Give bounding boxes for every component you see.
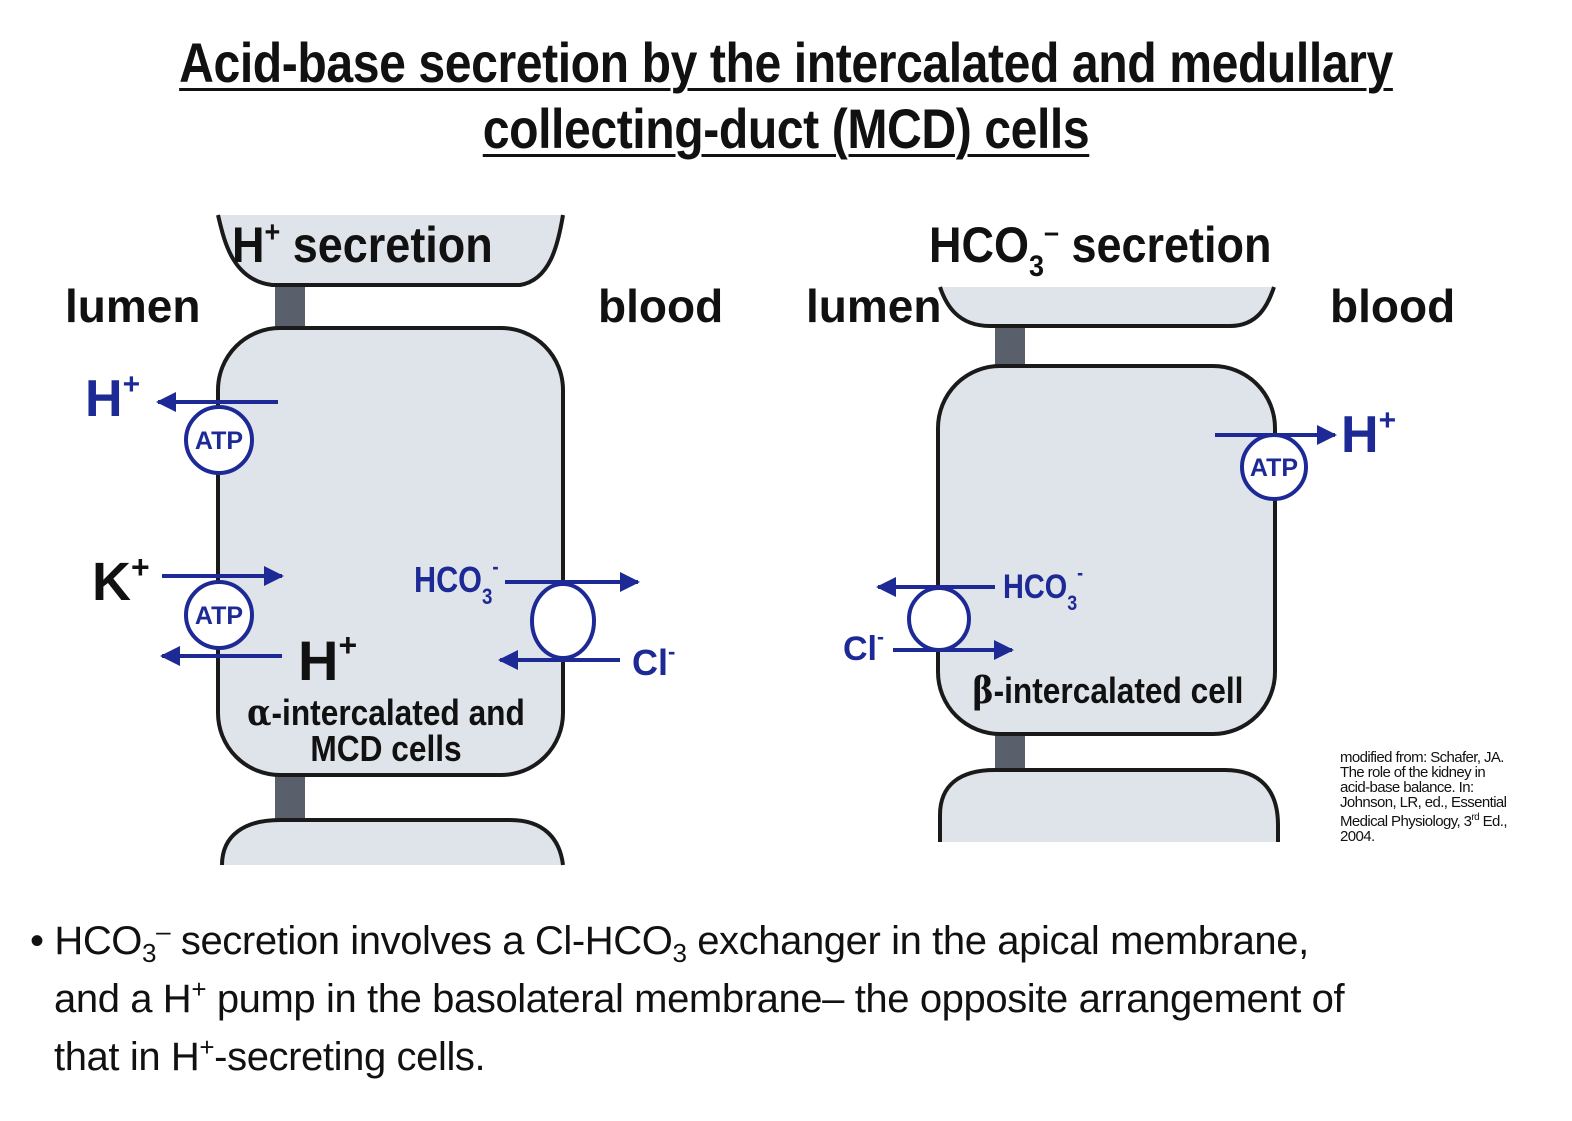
beta-intercalated-cell xyxy=(936,364,1277,736)
beta-cell-label: β-intercalated cell xyxy=(973,669,1244,711)
left-panel: H+ secretion lumen blood ATP H+ ATP K+ H… xyxy=(65,214,723,866)
right-tight-junction-bottom xyxy=(995,732,1025,772)
left-cl-label: Cl- xyxy=(632,639,675,683)
citation-line-4: Johnson, LR, ed., Essential xyxy=(1340,794,1507,811)
alpha-cell-label-line1: α-intercalated and xyxy=(247,691,525,733)
right-panel: HCO3– secretion lumen blood ATP H+ HCO3-… xyxy=(806,216,1455,842)
left-heading: H+ secretion xyxy=(232,216,493,274)
title-line-2: collecting-duct (MCD) cells xyxy=(482,97,1090,160)
right-tight-junction-top xyxy=(995,325,1025,370)
cl-hco3-exchanger-left xyxy=(530,582,596,660)
right-upper-neighbor-cell xyxy=(938,286,1276,328)
left-h-ion-intracellular: H+ xyxy=(298,627,357,692)
left-upper-neighbor-cell xyxy=(216,214,565,287)
citation-line-6: 2004. xyxy=(1340,828,1375,845)
atp-label-bottom: ATP xyxy=(195,602,243,630)
title-line-1: Acid-base secretion by the intercalated … xyxy=(179,31,1393,94)
left-tight-junction-bottom xyxy=(275,773,305,823)
alpha-cell-label-line2: MCD cells xyxy=(310,729,461,769)
citation-line-3: acid-base balance. In: xyxy=(1340,779,1474,796)
bullet-mark: • xyxy=(30,919,44,963)
bullet-line-1: • HCO3– secretion involves a Cl-HCO3 exc… xyxy=(30,916,1309,968)
citation-line-5: Medical Physiology, 3rd Ed., xyxy=(1340,812,1508,830)
right-h-ion-secreted: H+ xyxy=(1341,404,1396,464)
alpha-intercalated-cell xyxy=(216,326,565,777)
slide-title: Acid-base secretion by the intercalated … xyxy=(110,30,1462,162)
left-hco3-label: HCO3- xyxy=(414,556,499,610)
right-hco3-label: HCO3- xyxy=(1003,562,1083,616)
cl-hco3-exchanger-right xyxy=(907,586,971,652)
citation: modified from: Schafer, JA. The role of … xyxy=(1340,750,1565,844)
bullet-line-3: that in H+-secreting cells. xyxy=(54,1032,486,1079)
left-lower-neighbor-cell xyxy=(220,818,565,866)
left-tight-junction-top xyxy=(275,285,305,330)
right-cl-label: Cl- xyxy=(843,626,884,668)
right-atp-label: ATP xyxy=(1250,454,1298,482)
right-lumen-label: lumen xyxy=(806,280,941,332)
left-h-ion-secreted: H+ xyxy=(85,368,140,428)
citation-line-2: The role of the kidney in xyxy=(1340,764,1486,781)
atp-pump-top xyxy=(184,405,254,475)
atp-pump-bottom xyxy=(184,580,254,650)
right-heading: HCO3– secretion xyxy=(929,216,1271,284)
right-lower-neighbor-outline xyxy=(938,768,1280,842)
right-atp-pump xyxy=(1240,433,1308,501)
left-lumen-label: lumen xyxy=(65,280,200,332)
atp-label-top: ATP xyxy=(195,427,243,455)
bullet-point: • HCO3– secretion involves a Cl-HCO3 exc… xyxy=(30,912,1550,1086)
right-lower-neighbor-cell xyxy=(940,770,1278,842)
left-blood-label: blood xyxy=(598,280,723,332)
k-ion-label: K+ xyxy=(92,549,150,612)
right-blood-label: blood xyxy=(1330,280,1455,332)
bullet-line-2: and a H+ pump in the basolateral membran… xyxy=(54,974,1345,1021)
citation-line-1: modified from: Schafer, JA. xyxy=(1340,749,1504,766)
